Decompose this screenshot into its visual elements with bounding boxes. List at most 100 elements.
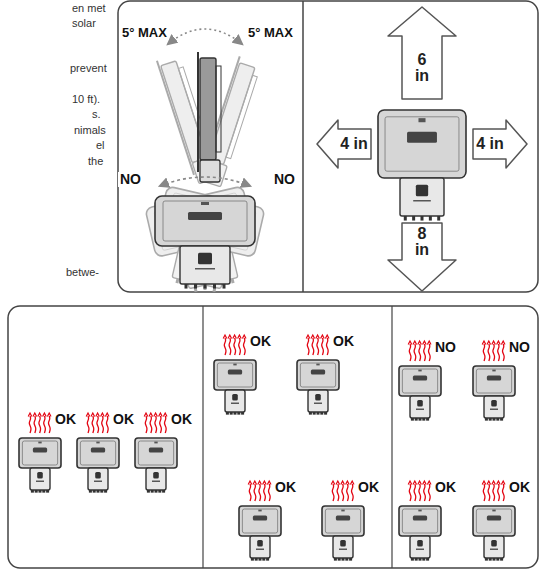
heat-wave <box>259 484 261 501</box>
inverter-body <box>135 438 177 468</box>
heat-wave <box>428 344 430 361</box>
heat-wave <box>34 416 36 433</box>
heat-wave <box>155 416 157 433</box>
body-text-fragment: betwe- <box>66 266 99 278</box>
switch <box>416 185 428 196</box>
heat-head <box>321 335 325 339</box>
heat-wave <box>409 344 411 361</box>
inverter-face <box>300 363 335 387</box>
arrow-text-area: 4 in <box>472 129 508 159</box>
heat-arrows <box>28 413 51 433</box>
callout-text: NO <box>118 172 143 187</box>
logo <box>316 364 319 366</box>
arrow-text-area: 6 in <box>402 38 442 98</box>
heat-head <box>47 413 51 417</box>
heat-head <box>43 413 47 417</box>
heat-head <box>154 413 158 417</box>
arrow-text-area: 4 in <box>336 129 372 159</box>
heat-head <box>238 335 242 339</box>
heat-head <box>427 341 431 345</box>
switch <box>340 540 346 547</box>
inverter-body <box>239 506 281 536</box>
inverter-face <box>476 509 511 533</box>
heat-arrows <box>248 481 271 501</box>
cable-gland <box>345 558 348 561</box>
cable-gland <box>237 412 240 415</box>
cable-gland <box>262 558 265 561</box>
body-text-fragment: the <box>88 155 103 167</box>
dimension-text: 8 in <box>412 226 433 258</box>
status-label: OK <box>507 480 532 495</box>
divider <box>202 306 203 568</box>
heat-head <box>341 481 345 485</box>
heat-head <box>413 341 417 345</box>
switch-base <box>416 549 424 550</box>
logo <box>201 202 209 205</box>
heat-wave <box>224 338 226 355</box>
heat-head <box>336 481 340 485</box>
wiring-box <box>308 390 328 412</box>
heat-head <box>28 413 32 417</box>
inverter-front <box>399 506 441 561</box>
switch <box>491 540 497 547</box>
heat-wave <box>48 416 50 433</box>
heat-head <box>91 413 95 417</box>
status-label: NO <box>507 340 532 355</box>
status-label: OK <box>273 480 298 495</box>
logo <box>96 442 99 444</box>
cable-gland <box>255 558 258 561</box>
heat-head <box>306 335 310 339</box>
clearance-illustration <box>378 110 466 221</box>
cable-gland <box>158 490 161 493</box>
heat-wave <box>419 484 421 501</box>
heat-head <box>482 481 486 485</box>
inverter-body <box>19 438 61 468</box>
heat-head <box>418 341 422 345</box>
cable-gland <box>320 412 323 415</box>
heat-wave <box>249 484 251 501</box>
heat-wave <box>106 416 108 433</box>
display <box>228 370 242 375</box>
heat-wave <box>322 338 324 355</box>
wiring-box <box>181 240 238 288</box>
callout-text: 5° MAX <box>246 26 295 40</box>
inverter-body <box>399 506 441 536</box>
top-panel <box>118 1 538 292</box>
heat-arrows <box>482 481 505 501</box>
dimension-text: 4 in <box>340 136 368 152</box>
heat-wave <box>268 484 270 501</box>
inverter-body <box>322 506 364 536</box>
display <box>311 370 325 375</box>
switch <box>37 472 43 479</box>
cable-gland <box>500 418 503 421</box>
switch <box>257 540 263 547</box>
cable-gland <box>226 412 229 415</box>
cable-gland <box>489 558 492 561</box>
heat-wave <box>428 484 430 501</box>
heat-head <box>492 341 496 345</box>
logo <box>154 442 157 444</box>
cable-gland <box>338 558 341 561</box>
heat-wave <box>498 344 500 361</box>
inverter-face <box>476 369 511 393</box>
cable-gland <box>349 558 352 561</box>
heat-arrows <box>223 335 246 355</box>
display <box>149 448 163 453</box>
heat-wave <box>39 416 41 433</box>
heat-wave <box>337 484 339 501</box>
cable-gland <box>342 558 345 561</box>
switch-base <box>94 481 102 482</box>
cable-gland <box>415 418 418 421</box>
heat-head <box>101 413 105 417</box>
heat-head <box>33 413 37 417</box>
status-label: OK <box>331 334 356 349</box>
cable-gland <box>496 418 499 421</box>
cable-gland <box>485 418 488 421</box>
rotation-illustration <box>145 177 265 299</box>
logo <box>492 510 495 512</box>
logo <box>233 364 236 366</box>
switch <box>198 253 212 264</box>
heat-head <box>223 335 227 339</box>
heat-head <box>144 413 148 417</box>
